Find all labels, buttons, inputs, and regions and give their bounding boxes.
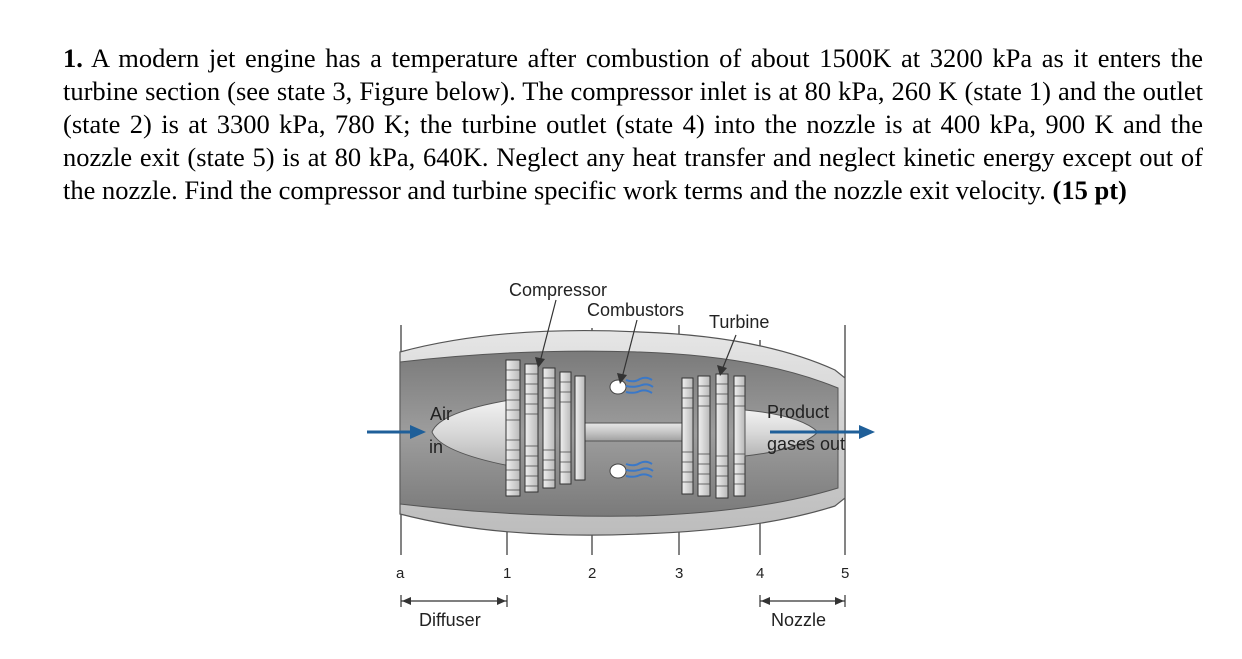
problem-text: A modern jet engine has a temperature af… bbox=[63, 43, 1203, 205]
label-combustors: Combustors bbox=[587, 300, 684, 320]
problem-statement: 1. A modern jet engine has a temperature… bbox=[63, 42, 1203, 207]
label-air: Air bbox=[430, 404, 452, 424]
nose-cone bbox=[431, 399, 511, 467]
engine-shaft bbox=[579, 422, 691, 442]
flame-icon-bottom bbox=[609, 460, 654, 479]
label-compressor: Compressor bbox=[509, 280, 607, 300]
leader-lines bbox=[535, 299, 737, 384]
flow-arrow-in bbox=[367, 425, 426, 439]
diffuser-dimension bbox=[400, 595, 508, 607]
station-label-4: 4 bbox=[756, 565, 764, 582]
label-in: in bbox=[429, 437, 443, 457]
compressor-blades bbox=[505, 359, 586, 497]
problem-number: 1. bbox=[63, 43, 83, 73]
station-label-3: 3 bbox=[675, 565, 683, 582]
station-label-2: 2 bbox=[588, 565, 596, 582]
nozzle-dimension bbox=[759, 595, 846, 607]
flame-icon-top bbox=[609, 376, 654, 395]
station-label-5: 5 bbox=[841, 565, 849, 582]
combustor-flames bbox=[609, 376, 654, 479]
label-gases-out: gases out bbox=[767, 434, 845, 454]
station-labels: a 1 2 3 4 5 bbox=[396, 565, 849, 582]
problem-points: (15 pt) bbox=[1052, 175, 1127, 205]
label-turbine: Turbine bbox=[709, 312, 769, 332]
station-label-a: a bbox=[396, 565, 405, 582]
label-diffuser: Diffuser bbox=[419, 610, 481, 630]
label-product: Product bbox=[767, 402, 829, 422]
label-nozzle: Nozzle bbox=[771, 610, 826, 630]
station-label-1: 1 bbox=[503, 565, 511, 582]
flow-arrow-out bbox=[770, 425, 875, 439]
